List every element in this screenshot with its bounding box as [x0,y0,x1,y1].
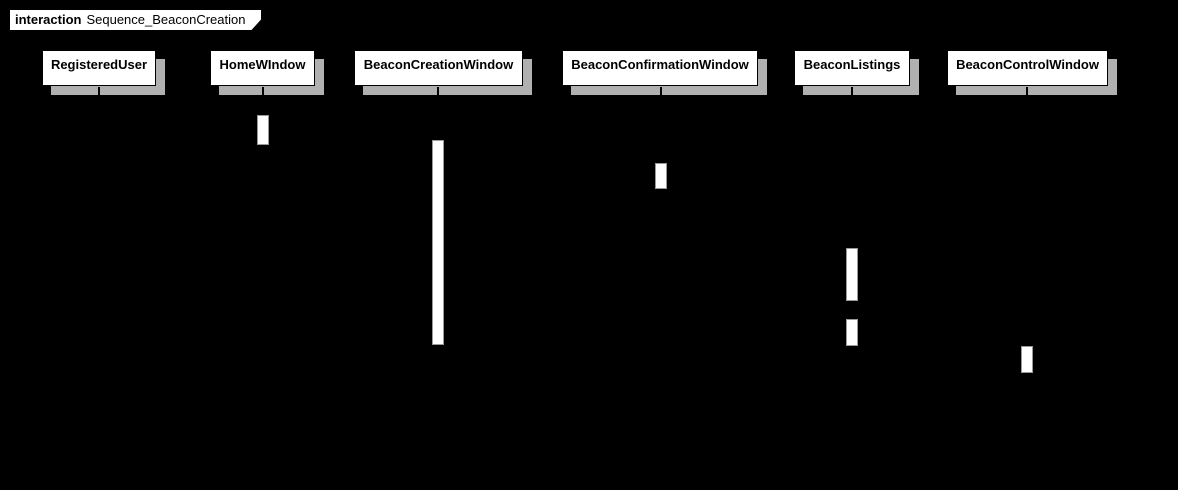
lifeline-head-beaconconfirmationwindow: BeaconConfirmationWindow [562,50,758,86]
activation-bar [846,248,858,301]
lifeline-tick [98,87,100,97]
lifeline-name: HomeWIndow [219,57,306,72]
activation-bar [846,319,858,346]
lifeline-tick [262,87,264,97]
lifeline-tick [1026,87,1028,97]
lifeline-head-registereduser: RegisteredUser [42,50,156,86]
lifeline-name: BeaconCreationWindow [363,57,514,72]
lifeline-name: BeaconControlWindow [956,57,1099,72]
lifeline-head-beaconcontrolwindow: BeaconControlWindow [947,50,1108,86]
interaction-frame-label: interaction Sequence_BeaconCreation [10,10,261,30]
lifeline-head-homewindow: HomeWIndow [210,50,315,86]
activation-bar [257,115,269,145]
lifeline-head-beaconlistings: BeaconListings [794,50,910,86]
lifeline-tick [851,87,853,97]
activation-bar [432,140,444,345]
lifeline-head-beaconcreationwindow: BeaconCreationWindow [354,50,523,86]
frame-keyword: interaction [15,12,82,27]
lifeline-tick [437,87,439,97]
activation-bar [655,163,667,189]
lifeline-tick [660,87,662,97]
lifeline-name: RegisteredUser [50,57,148,72]
frame-name: Sequence_BeaconCreation [86,12,246,27]
lifeline-name: BeaconListings [803,57,901,72]
activation-bar [1021,346,1033,373]
lifeline-name: BeaconConfirmationWindow [571,57,749,72]
